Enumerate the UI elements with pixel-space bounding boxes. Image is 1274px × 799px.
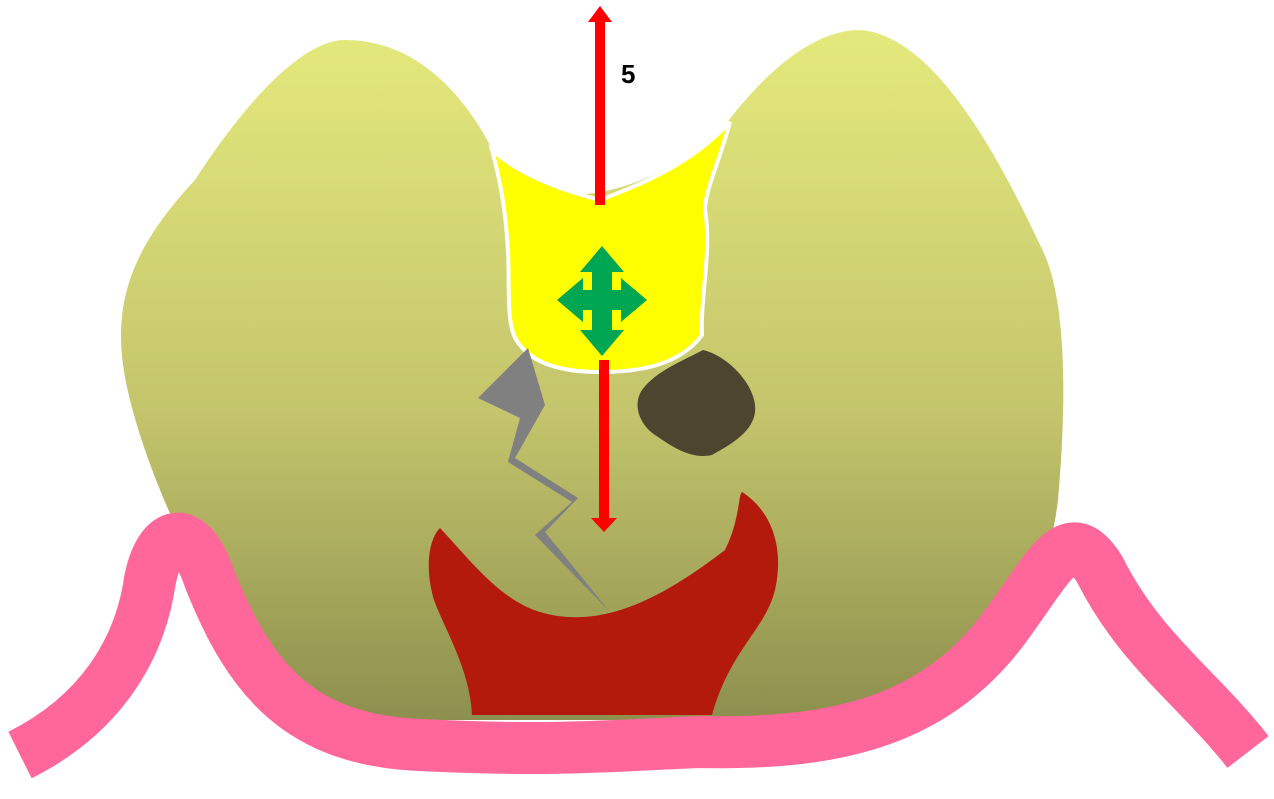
measurement-arrow-up (588, 6, 612, 205)
measurement-label: 5 (621, 59, 635, 89)
